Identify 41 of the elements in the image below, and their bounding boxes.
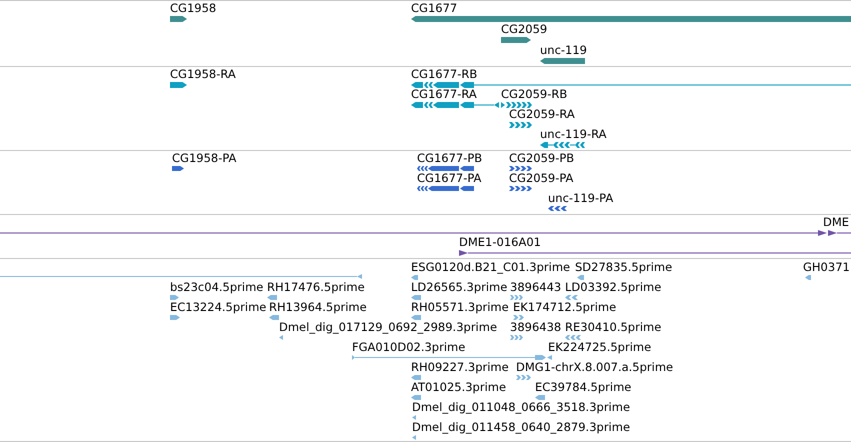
feature-label: DME bbox=[823, 216, 850, 229]
feature-label: CG2059-RA bbox=[509, 108, 575, 121]
feature-label: EC39784.5prime bbox=[535, 381, 632, 394]
feature-label: CG2059 bbox=[501, 23, 548, 36]
feature-label: FGA010D02.3prime bbox=[352, 341, 466, 354]
feature-label: SD27835.5prime bbox=[575, 261, 672, 274]
feature-label: CG1958-PA bbox=[172, 152, 236, 165]
feature-label: CG2059-RB bbox=[501, 88, 568, 101]
feature-label: DMG1-chrX.8.007.a.5prime bbox=[516, 361, 674, 374]
feature-label: CG1677 bbox=[411, 2, 458, 15]
feature-label: RH05571.3prime bbox=[411, 301, 509, 314]
feature-label: CG1958 bbox=[170, 2, 216, 15]
feature-label: DME1-016A01 bbox=[459, 236, 541, 249]
feature-label: EC13224.5prime bbox=[170, 301, 266, 314]
feature-label: CG2059-PB bbox=[509, 152, 574, 165]
feature-label: 3896438 bbox=[510, 321, 562, 334]
feature-label: Dmel_dig_011458_0640_2879.3prime bbox=[412, 421, 630, 434]
feature-label: Dmel_dig_017129_0692_2989.3prime bbox=[279, 321, 498, 334]
feature-label: EK174712.5prime bbox=[513, 301, 616, 314]
feature-label: ESG0120d.B21_C01.3prime bbox=[411, 261, 570, 274]
feature-label: CG1677-PB bbox=[417, 152, 482, 165]
feature-label: unc-119-PA bbox=[548, 192, 614, 205]
feature-label: RH09227.3prime bbox=[411, 361, 509, 374]
feature-label: LD26565.3prime bbox=[411, 281, 508, 294]
feature-label: RH17476.5prime bbox=[267, 281, 365, 294]
feature-label: 3896443 bbox=[510, 281, 562, 294]
feature-label: CG2059-PA bbox=[509, 172, 574, 185]
feature-label: CG1677-RA bbox=[411, 88, 477, 101]
feature-label: CG1958-RA bbox=[170, 68, 236, 81]
feature-label: GH0371 bbox=[803, 261, 850, 274]
feature-label: EK224725.5prime bbox=[548, 341, 652, 354]
feature-label: CG1677-RB bbox=[411, 68, 478, 81]
feature-label: unc-119-RA bbox=[540, 128, 607, 141]
feature-label: AT01025.3prime bbox=[411, 381, 506, 394]
feature-label: CG1677-PA bbox=[417, 172, 482, 185]
feature-label: unc-119 bbox=[540, 44, 587, 57]
feature-label: LD03392.5prime bbox=[565, 281, 662, 294]
feature-label: RE30410.5prime bbox=[565, 321, 662, 334]
feature-label: bs23c04.5prime bbox=[170, 281, 264, 294]
feature-label: Dmel_dig_011048_0666_3518.3prime bbox=[412, 401, 630, 414]
feature-label: RH13964.5prime bbox=[269, 301, 367, 314]
